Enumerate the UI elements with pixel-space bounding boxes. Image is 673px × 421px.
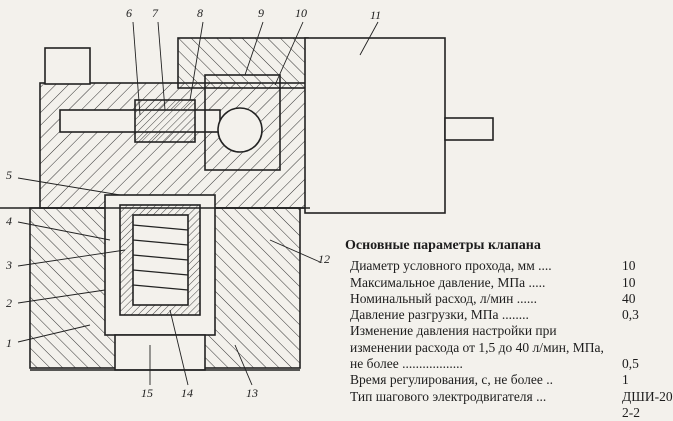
top-cap bbox=[44, 47, 91, 85]
callout-7: 7 bbox=[152, 6, 158, 20]
cam bbox=[217, 107, 263, 153]
callout-12: 12 bbox=[318, 252, 330, 266]
param-name: Номинальный расход, л/мин ...... bbox=[350, 290, 538, 306]
param-name: Тип шагового электродвигателя ... bbox=[350, 388, 547, 404]
param-row: Максимальное давление, МПа ..... 10 bbox=[350, 275, 670, 291]
motor-flange bbox=[177, 37, 309, 89]
param-value: 0,3 bbox=[622, 307, 639, 323]
param-value: 10 bbox=[622, 258, 636, 274]
motor-shaft bbox=[444, 117, 494, 141]
param-value: 1 bbox=[622, 372, 629, 388]
param-row: Тип шагового электродвигателя ... ДШИ-200… bbox=[350, 388, 673, 421]
outlet-port bbox=[114, 334, 206, 371]
param-row: Номинальный расход, л/мин ...... 40 bbox=[350, 291, 670, 307]
param-value: 10 bbox=[622, 274, 636, 290]
callout-13: 13 bbox=[246, 386, 258, 400]
callout-11: 11 bbox=[370, 8, 382, 22]
stepper-motor bbox=[304, 37, 446, 214]
callout-9: 9 bbox=[258, 6, 264, 20]
main-spring bbox=[132, 214, 189, 306]
param-name: Диаметр условного прохода, мм .... bbox=[350, 258, 552, 274]
param-row: Давление разгрузки, МПа ........ 0,3 bbox=[350, 307, 670, 323]
param-name: Время регулирования, с, не более .. bbox=[350, 372, 553, 388]
callout-8: 8 bbox=[197, 6, 203, 20]
param-row: Диаметр условного прохода, мм .... 10 bbox=[350, 258, 670, 274]
callout-1: 1 bbox=[6, 336, 12, 350]
parameters-title: Основные параметры клапана bbox=[345, 238, 541, 253]
callout-14: 14 bbox=[181, 386, 193, 400]
callout-10: 10 bbox=[295, 6, 307, 20]
spring-coils bbox=[132, 224, 189, 291]
parameters-table: Основные параметры клапана Диаметр услов… bbox=[345, 238, 673, 421]
param-value: ДШИ-200-2-2 bbox=[622, 388, 673, 420]
param-value: 0,5 bbox=[622, 356, 639, 372]
callout-4: 4 bbox=[6, 214, 12, 228]
param-row: Время регулирования, с, не более .. 1 bbox=[350, 372, 670, 388]
param-name: Изменение давления настройки при изменен… bbox=[350, 323, 604, 372]
param-name: Давление разгрузки, МПа ........ bbox=[350, 307, 529, 323]
param-name: Максимальное давление, МПа ..... bbox=[350, 274, 546, 290]
param-row: Изменение давления настройки при изменен… bbox=[350, 323, 670, 372]
param-value: 40 bbox=[622, 290, 636, 306]
callout-2: 2 bbox=[6, 296, 12, 310]
callout-15: 15 bbox=[141, 386, 153, 400]
callout-5: 5 bbox=[6, 168, 12, 182]
callout-6: 6 bbox=[126, 6, 132, 20]
callout-3: 3 bbox=[6, 258, 12, 272]
gear-housing bbox=[204, 74, 281, 171]
